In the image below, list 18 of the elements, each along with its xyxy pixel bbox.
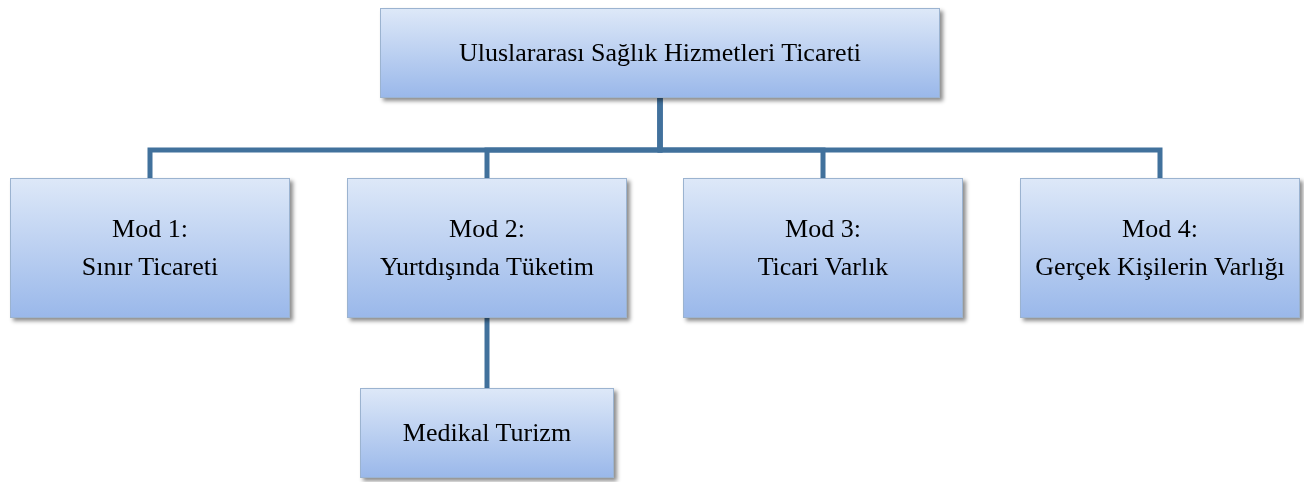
node-box [380,8,940,98]
node-box [347,178,627,318]
node-label: Mod 3: [785,214,861,244]
connector-line [484,318,490,388]
node-box [1020,178,1300,318]
node-box [683,178,963,318]
connector-line [657,98,1163,178]
node-label: Yurtdışında Tüketim [380,252,594,282]
node-box [360,388,614,478]
node-label: Ticari Varlık [757,252,889,282]
node-label: Medikal Turizm [402,418,572,448]
node-box [10,178,290,318]
node-label: Mod 1: [112,214,188,244]
node-label: Gerçek Kişilerin Varlığı [1035,252,1285,282]
node-label: Mod 4: [1122,214,1198,244]
node-label: Mod 2: [449,214,525,244]
node-label: Uluslararası Sağlık Hizmetleri Ticareti [458,38,862,68]
node-label: Sınır Ticareti [81,252,219,282]
